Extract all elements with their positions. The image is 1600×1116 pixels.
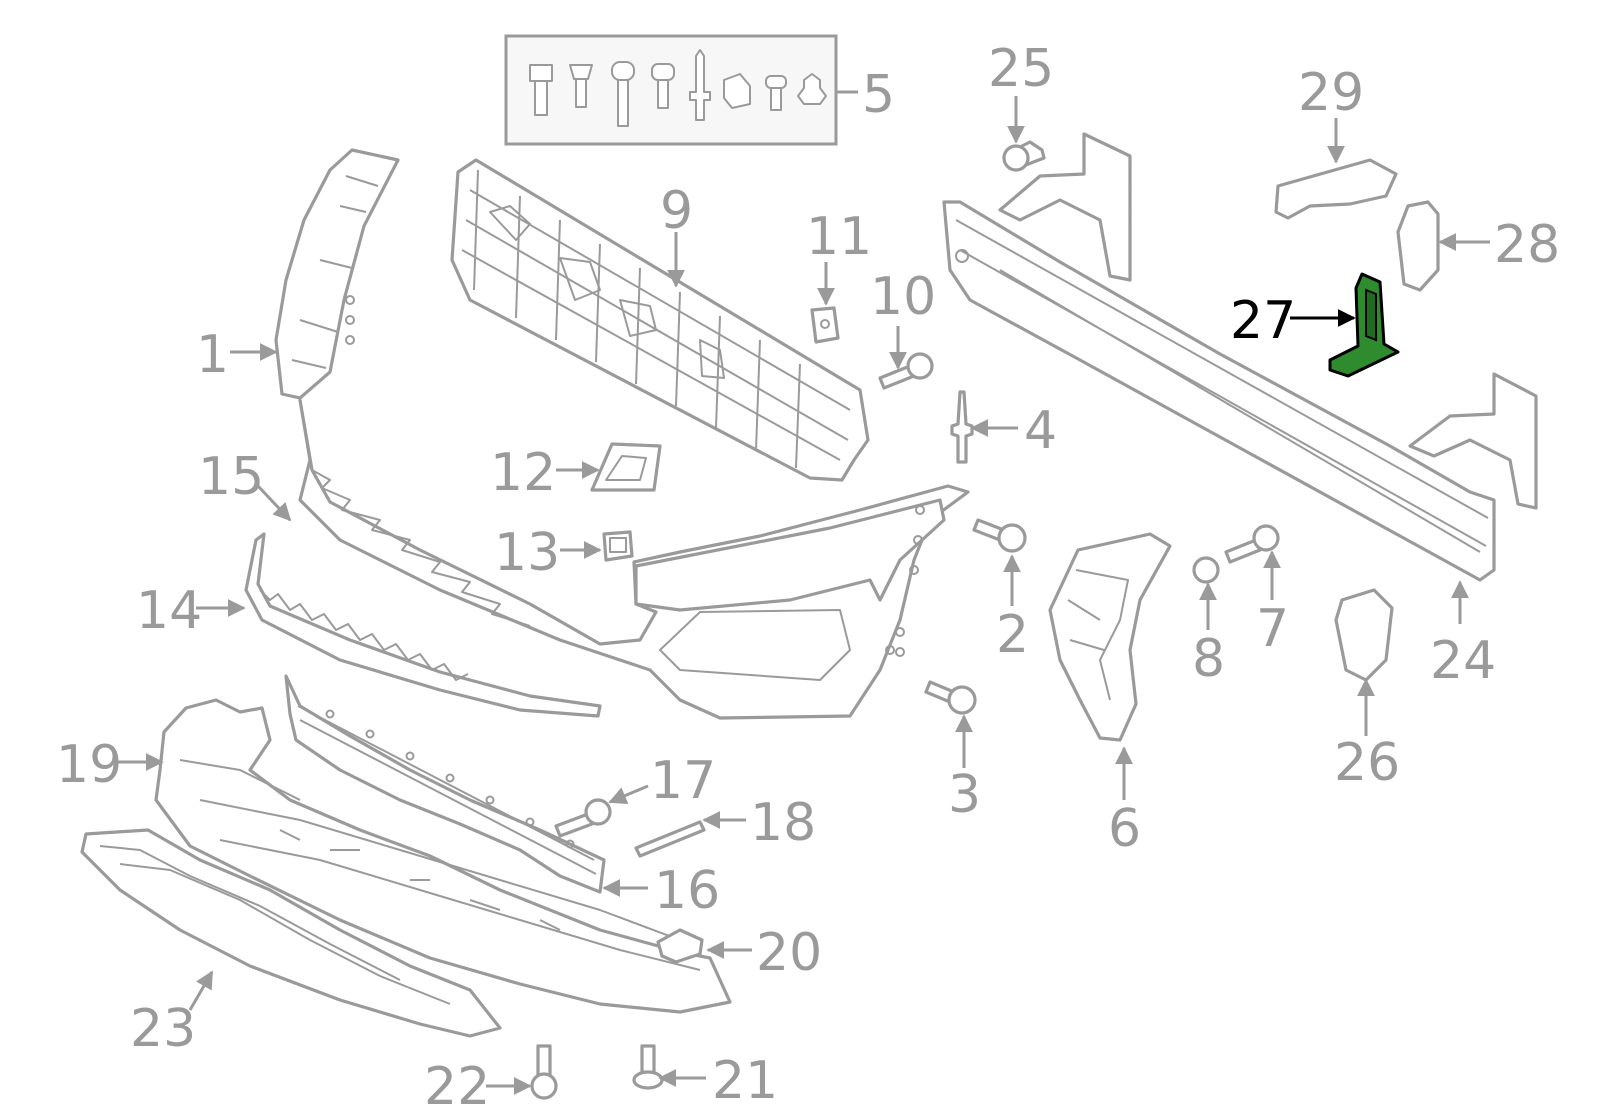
callout-29: 29 bbox=[1298, 63, 1364, 123]
part-21-bolt[interactable] bbox=[632, 1044, 664, 1090]
callout-17: 17 bbox=[650, 751, 716, 811]
part-3-screw[interactable] bbox=[924, 680, 977, 715]
part-25-bolt[interactable] bbox=[1002, 140, 1046, 172]
part-11-clip-nut[interactable] bbox=[810, 306, 840, 344]
part-29-bracket[interactable] bbox=[1274, 158, 1398, 220]
callout-3: 3 bbox=[948, 765, 981, 825]
part-23-undertray[interactable] bbox=[80, 828, 502, 1038]
callout-1: 1 bbox=[196, 325, 229, 385]
callout-20: 20 bbox=[756, 923, 822, 983]
part-1-side-bracket-left[interactable] bbox=[274, 148, 400, 400]
callout-8: 8 bbox=[1192, 629, 1225, 689]
callout-18: 18 bbox=[750, 793, 816, 853]
part-5-fastener-kit[interactable] bbox=[504, 34, 858, 146]
callout-13: 13 bbox=[494, 523, 560, 583]
part-10-bolt[interactable] bbox=[878, 352, 934, 390]
callout-19: 19 bbox=[56, 735, 122, 795]
callout-labels: 1 2 3 4 5 6 7 8 9 10 11 12 13 14 15 16 1… bbox=[56, 39, 1560, 1116]
callout-21: 21 bbox=[712, 1051, 778, 1111]
part-22-bolt[interactable] bbox=[530, 1044, 558, 1100]
callout-7: 7 bbox=[1256, 599, 1289, 659]
part-16-lower-grille[interactable] bbox=[284, 674, 606, 894]
callout-23: 23 bbox=[130, 999, 196, 1059]
callout-26: 26 bbox=[1334, 733, 1400, 793]
callout-2: 2 bbox=[996, 605, 1029, 665]
part-4-clip[interactable] bbox=[950, 390, 974, 464]
part-12-bracket[interactable] bbox=[590, 442, 662, 492]
callout-24: 24 bbox=[1430, 631, 1496, 691]
part-27-bracket-highlighted[interactable] bbox=[1328, 272, 1400, 378]
callout-5: 5 bbox=[862, 65, 895, 125]
leader-lines bbox=[118, 96, 1490, 1095]
callout-14: 14 bbox=[136, 581, 202, 641]
callout-16: 16 bbox=[654, 861, 720, 921]
part-18-clip[interactable] bbox=[634, 820, 706, 858]
part-8-nut[interactable] bbox=[1192, 556, 1220, 584]
callout-6: 6 bbox=[1108, 799, 1141, 859]
callout-11: 11 bbox=[806, 207, 872, 267]
part-14-trim-strip[interactable] bbox=[244, 532, 602, 718]
part-2-screw[interactable] bbox=[972, 518, 1027, 553]
part-7-bolt[interactable] bbox=[1224, 524, 1280, 564]
part-13-bracket[interactable] bbox=[602, 530, 634, 562]
part-15-bumper-cover[interactable] bbox=[298, 398, 970, 720]
callout-28: 28 bbox=[1494, 215, 1560, 275]
callout-27-highlighted: 27 bbox=[1230, 291, 1296, 351]
callout-12: 12 bbox=[490, 443, 556, 503]
callout-10: 10 bbox=[870, 267, 936, 327]
part-17-screw[interactable] bbox=[554, 798, 612, 838]
part-28-bracket[interactable] bbox=[1396, 200, 1440, 292]
callout-9: 9 bbox=[660, 181, 693, 241]
callout-4: 4 bbox=[1024, 401, 1057, 461]
part-24-crossmember[interactable] bbox=[942, 132, 1538, 582]
callout-15: 15 bbox=[198, 447, 264, 507]
part-20-clip[interactable] bbox=[656, 928, 704, 964]
part-6-side-guide[interactable] bbox=[1048, 532, 1172, 742]
callout-22: 22 bbox=[424, 1057, 490, 1116]
part-26-bracket[interactable] bbox=[1334, 588, 1394, 682]
callout-25: 25 bbox=[988, 39, 1054, 99]
